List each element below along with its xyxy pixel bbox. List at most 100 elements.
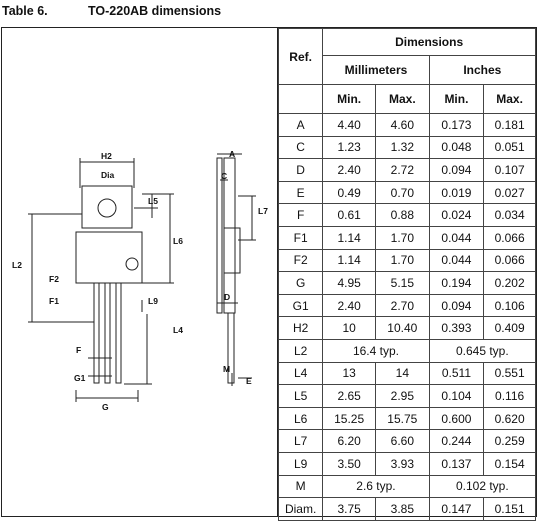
cell-mm-max: 0.70 [374,180,430,205]
cell-mm-min: 1.23 [322,135,376,160]
lead-1 [93,282,100,384]
cell-mm-max: 1.32 [374,135,430,160]
cell-in-min: 0.019 [428,180,485,205]
dimensions-table: Ref. Dimensions Millimeters Inches Min. … [277,28,537,521]
label-g: G [102,402,109,412]
cell-in-min: 0.024 [428,203,485,227]
cell-in-min: 0.244 [428,429,485,453]
cell-mm-min: 13 [322,361,376,386]
label-l7: L7 [258,206,268,216]
cell-in-max: 0.066 [483,225,536,250]
cell-in-max: 0.409 [483,316,536,340]
header-mm-max: Max. [374,84,430,114]
cell-mm-max: 4.60 [374,113,430,137]
cell-in-min: 0.393 [428,316,485,340]
label-l9: L9 [148,296,158,306]
lead-3 [115,282,122,384]
cell-in-min: 0.044 [428,248,485,273]
header-dimensions: Dimensions [322,28,536,56]
cell-mm-max: 2.70 [374,293,430,318]
cell-in-min: 0.511 [428,361,485,386]
cell-in-max: 0.034 [483,203,536,227]
to220-drawing-svg: H2 Dia L5 L6 L2 F2 F1 L9 L4 F G1 G A C L… [12,149,268,412]
cell-mm-min: 3.75 [322,497,376,521]
cell-mm-min: 0.61 [322,203,376,227]
cell-in-max: 0.107 [483,158,536,182]
cell-in-max: 0.154 [483,451,536,476]
mounting-hole [97,198,117,218]
cell-mm-typ: 16.4 typ. [322,338,430,363]
cell-in-max: 0.066 [483,248,536,273]
cell-in-max: 0.116 [483,384,536,408]
cell-ref: L2 [277,338,324,363]
cell-in-max: 0.259 [483,429,536,453]
cell-in-min: 0.137 [428,451,485,476]
cell-ref: L4 [277,361,324,386]
cell-ref: A [277,113,324,137]
cell-mm-typ: 2.6 typ. [322,474,430,499]
cell-ref: F2 [277,248,324,273]
cell-ref: L7 [277,429,324,453]
cell-in-max: 0.051 [483,135,536,160]
cell-in-typ: 0.645 typ. [428,338,537,363]
cell-mm-min: 1.14 [322,248,376,273]
cell-in-min: 0.094 [428,158,485,182]
cell-in-max: 0.181 [483,113,536,137]
label-d: D [224,292,230,302]
header-millimeters: Millimeters [322,55,430,85]
cell-in-min: 0.147 [428,497,485,521]
header-mm-min: Min. [322,84,376,114]
cell-in-min: 0.600 [428,406,485,431]
tab-outline [81,185,133,229]
cell-in-min: 0.173 [428,113,485,137]
cell-ref: G [277,271,324,295]
table-frame: H2 Dia L5 L6 L2 F2 F1 L9 L4 F G1 G A C L… [1,27,537,521]
label-c: C [221,171,227,181]
caption-number: Table 6. [2,4,48,18]
cell-mm-min: 4.95 [322,271,376,295]
cell-mm-max: 1.70 [374,248,430,273]
cell-mm-min: 10 [322,316,376,340]
cell-in-max: 0.620 [483,406,536,431]
header-ref: Ref. [277,28,324,85]
lead-2 [104,282,111,384]
cell-ref: L5 [277,384,324,408]
package-drawing: H2 Dia L5 L6 L2 F2 F1 L9 L4 F G1 G A C L… [2,28,278,516]
cell-ref: H2 [277,316,324,340]
cell-mm-min: 2.65 [322,384,376,408]
label-g1: G1 [74,373,86,383]
cell-mm-max: 10.40 [374,316,430,340]
cell-mm-min: 15.25 [322,406,376,431]
cell-mm-max: 15.75 [374,406,430,431]
label-f2: F2 [49,274,59,284]
cell-ref: G1 [277,293,324,318]
body-outline [75,231,143,284]
cell-mm-min: 1.14 [322,225,376,250]
label-l5: L5 [148,196,158,206]
cell-in-max: 0.106 [483,293,536,318]
cell-mm-min: 4.40 [322,113,376,137]
label-l4: L4 [173,325,183,335]
cell-mm-min: 6.20 [322,429,376,453]
cell-in-min: 0.044 [428,225,485,250]
label-dia: Dia [101,170,115,180]
cell-mm-max: 6.60 [374,429,430,453]
label-f1: F1 [49,296,59,306]
cell-ref: L6 [277,406,324,431]
cell-mm-min: 2.40 [322,158,376,182]
cell-mm-max: 3.85 [374,497,430,521]
cell-ref: F [277,203,324,227]
cell-mm-min: 3.50 [322,451,376,476]
